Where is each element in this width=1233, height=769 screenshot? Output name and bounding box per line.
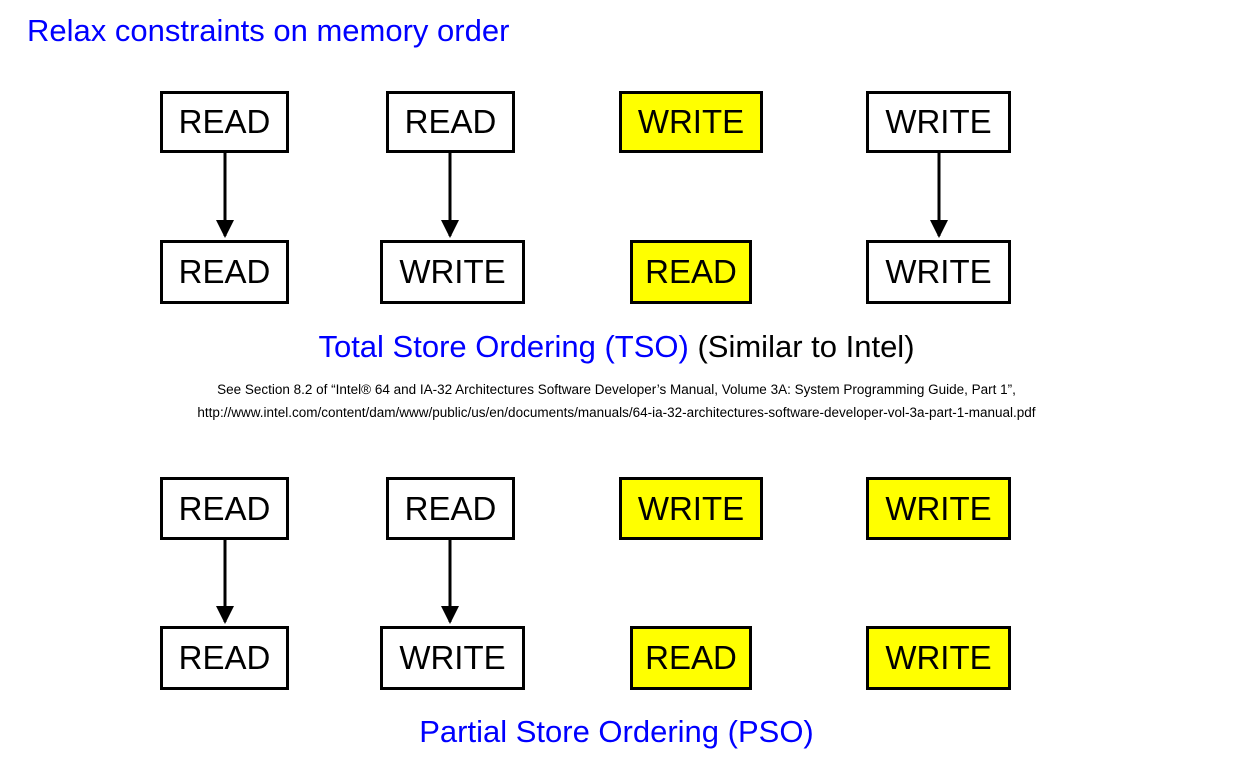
pso-box-4-top: WRITE xyxy=(866,477,1011,540)
tso-box-4-top: WRITE xyxy=(866,91,1011,153)
tso-box-4-bottom: WRITE xyxy=(866,240,1011,304)
slide-title: Relax constraints on memory order xyxy=(27,13,510,48)
tso-arrowhead-read-write xyxy=(441,220,459,238)
pso-box-4-bottom: WRITE xyxy=(866,626,1011,690)
pso-box-3-bottom: READ xyxy=(630,626,752,690)
tso-box-2-bottom: WRITE xyxy=(380,240,525,304)
reference-line-2: http://www.intel.com/content/dam/www/pub… xyxy=(197,405,1036,420)
tso-caption-name: Total Store Ordering (TSO) xyxy=(318,329,689,364)
tso-box-1-top: READ xyxy=(160,91,289,153)
tso-caption: Total Store Ordering (TSO) (Similar to I… xyxy=(0,329,1233,365)
pso-box-1-top: READ xyxy=(160,477,289,540)
tso-box-3-top: WRITE xyxy=(619,91,763,153)
pso-box-2-bottom: WRITE xyxy=(380,626,525,690)
tso-arrowhead-write-write xyxy=(930,220,948,238)
pso-caption-name: Partial Store Ordering (PSO) xyxy=(419,714,814,749)
tso-box-1-bottom: READ xyxy=(160,240,289,304)
tso-caption-note: (Similar to Intel) xyxy=(688,329,915,364)
pso-box-2-top: READ xyxy=(386,477,515,540)
pso-caption: Partial Store Ordering (PSO) xyxy=(0,714,1233,750)
pso-box-3-top: WRITE xyxy=(619,477,763,540)
tso-box-3-bottom: READ xyxy=(630,240,752,304)
reference-line-1: See Section 8.2 of “Intel® 64 and IA-32 … xyxy=(217,382,1016,397)
pso-box-1-bottom: READ xyxy=(160,626,289,690)
pso-arrowhead-read-read xyxy=(216,606,234,624)
tso-box-2-top: READ xyxy=(386,91,515,153)
tso-arrowhead-read-read xyxy=(216,220,234,238)
pso-arrowhead-read-write xyxy=(441,606,459,624)
